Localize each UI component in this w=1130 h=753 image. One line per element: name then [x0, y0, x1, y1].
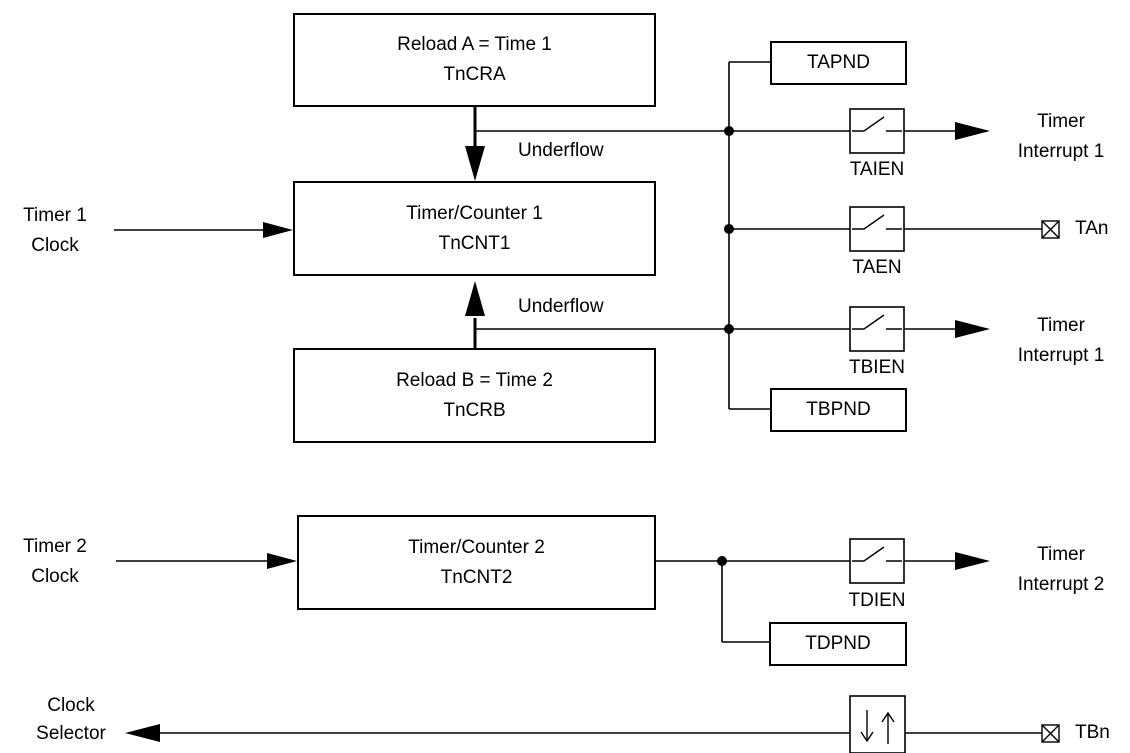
- interrupt-b-line1: Timer: [1037, 315, 1085, 336]
- reload-a-line2: TnCRA: [443, 64, 506, 85]
- tan-pin-label: TAn: [1075, 218, 1109, 239]
- timer1-clock-line2: Clock: [31, 235, 79, 256]
- arrowhead: [465, 146, 485, 181]
- tbien-label: TBIEN: [849, 357, 905, 378]
- pin-tan-icon: [1041, 220, 1060, 239]
- interrupt-b-line2: Interrupt 1: [1017, 345, 1105, 366]
- arrowhead: [267, 553, 297, 569]
- interrupt-a-line1: Timer: [1037, 111, 1085, 132]
- tdpnd-label: TDPND: [805, 633, 871, 654]
- switch-icon: [849, 206, 905, 252]
- reload-b-line1: Reload B = Time 2: [396, 369, 553, 391]
- timer2-clock-line2: Clock: [31, 566, 79, 587]
- clock-selector-line1: Clock: [47, 695, 95, 716]
- interrupt-b-label: Timer Interrupt 1: [1018, 311, 1105, 371]
- counter-1-block: Timer/Counter 1 TnCNT1: [293, 181, 656, 276]
- junction-dot: [717, 556, 727, 566]
- tbpnd-flag: TBPND: [770, 388, 907, 432]
- junction-dot: [724, 324, 734, 334]
- reload-a-block: Reload A = Time 1 TnCRA: [293, 13, 656, 107]
- tbpnd-label: TBPND: [806, 399, 871, 420]
- tbn-pin-label: TBn: [1075, 722, 1110, 743]
- reload-b-block: Reload B = Time 2 TnCRB: [293, 348, 656, 443]
- pin-tbn-icon: [1041, 724, 1060, 743]
- underflow-a-label: Underflow: [518, 140, 604, 161]
- tdien-label: TDIEN: [848, 590, 906, 611]
- arrowhead: [955, 320, 990, 338]
- arrowhead: [263, 222, 293, 238]
- arrowhead: [955, 552, 990, 570]
- reload-a-line1: Reload A = Time 1: [397, 34, 552, 55]
- tdpnd-flag: TDPND: [769, 622, 907, 666]
- clock-selector-label: Clock Selector: [36, 692, 106, 748]
- junction-dot: [724, 224, 734, 234]
- taien-label: TAIEN: [849, 159, 905, 180]
- counter-1-line1: Timer/Counter 1: [406, 202, 543, 224]
- clock-selector-line2: Selector: [36, 723, 106, 744]
- reload-b-line2: TnCRB: [443, 399, 506, 421]
- tapnd-flag: TAPND: [770, 41, 907, 85]
- interrupt-2-line1: Timer: [1037, 544, 1085, 565]
- counter-2-block: Timer/Counter 2 TnCNT2: [297, 515, 656, 610]
- counter-1-line2: TnCNT1: [438, 232, 511, 254]
- timer1-clock-line1: Timer 1: [23, 205, 87, 226]
- counter-2-line1: Timer/Counter 2: [408, 536, 545, 558]
- timer2-clock-label: Timer 2 Clock: [23, 532, 87, 592]
- underflow-b-label: Underflow: [518, 296, 604, 317]
- arrowhead: [125, 724, 160, 742]
- arrowhead: [465, 281, 485, 316]
- counter-2-line2: TnCNT2: [440, 566, 513, 588]
- switch-icon: [849, 306, 905, 352]
- interrupt-2-label: Timer Interrupt 2: [1018, 540, 1105, 600]
- bidirectional-buffer-icon: [849, 695, 906, 753]
- timer2-clock-line1: Timer 2: [23, 536, 87, 557]
- switch-icon: [849, 538, 905, 584]
- interrupt-2-line2: Interrupt 2: [1017, 574, 1105, 595]
- taen-label: TAEN: [852, 257, 902, 278]
- switch-icon: [849, 108, 905, 154]
- junction-dot: [724, 126, 734, 136]
- interrupt-a-line2: Interrupt 1: [1017, 141, 1105, 162]
- timer1-clock-label: Timer 1 Clock: [23, 201, 87, 261]
- tapnd-label: TAPND: [807, 52, 870, 73]
- interrupt-a-label: Timer Interrupt 1: [1018, 107, 1105, 167]
- arrowhead: [955, 122, 990, 140]
